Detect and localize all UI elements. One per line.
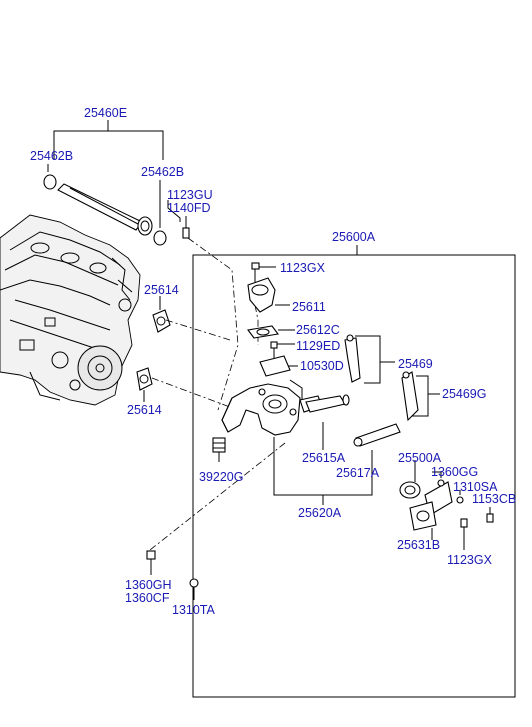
small-fasteners-right — [432, 471, 494, 550]
label-1310TA: 1310TA — [172, 603, 216, 617]
gasket-25614-top — [152, 296, 171, 333]
pipe-25617A — [353, 423, 401, 466]
gasket-25612C — [247, 325, 295, 339]
cover-25631B — [409, 481, 453, 540]
assembly-box-25600A — [192, 245, 516, 698]
label-1140FD: 1140FD — [167, 201, 211, 215]
nut-1310TA — [189, 578, 199, 600]
hose-25615A — [305, 394, 350, 413]
label-1153CB: 1153CB — [472, 492, 516, 506]
label-25611: 25611 — [292, 300, 326, 314]
label-1129ED: 1129ED — [296, 339, 340, 353]
label-25462B-right: 25462B — [141, 165, 184, 179]
label-25460E: 25460E — [84, 106, 127, 120]
engine-block-illustration — [0, 214, 141, 406]
label-25469: 25469 — [398, 357, 433, 371]
label-25462B-left: 25462B — [30, 149, 73, 163]
label-25620A: 25620A — [298, 506, 342, 520]
label-1360CF: 1360CF — [125, 591, 170, 605]
label-25615A: 25615A — [302, 451, 346, 465]
label-1360GG: 1360GG — [431, 465, 478, 479]
label-25614-top: 25614 — [144, 283, 179, 297]
label-1123GU: 1123GU — [167, 188, 213, 202]
elbow-25611 — [247, 277, 290, 313]
label-25614-bottom: 25614 — [127, 403, 162, 417]
bolt-1123GX-top — [251, 262, 276, 282]
label-25631B: 25631B — [397, 538, 440, 552]
gasket-25614-bottom — [136, 367, 153, 402]
dashed-alignment-lines — [149, 237, 286, 551]
label-25469G: 25469G — [442, 387, 486, 401]
label-25612C: 25612C — [296, 323, 340, 337]
thermostat-25500A — [399, 460, 421, 499]
label-39220G: 39220G — [199, 470, 243, 484]
water-housing-25620A — [221, 379, 373, 505]
label-1360GH: 1360GH — [125, 578, 172, 592]
label-1123GX-top: 1123GX — [280, 261, 326, 275]
label-25500A: 25500A — [398, 451, 442, 465]
hose-25469 — [344, 334, 395, 384]
label-25617A: 25617A — [336, 466, 380, 480]
stud-10530D — [259, 355, 298, 377]
label-10530D: 10530D — [300, 359, 344, 373]
label-1310SA: 1310SA — [453, 480, 498, 494]
sensor-39220G — [212, 437, 226, 462]
part-labels: 25460E 25462B 25462B 1123GU 1140FD 25600… — [30, 106, 516, 617]
label-25600A: 25600A — [332, 230, 376, 244]
label-1123GX-bottom: 1123GX — [447, 553, 493, 567]
hose-25469G — [401, 371, 440, 422]
hose-25460E-group — [43, 120, 190, 246]
nut-1360GH — [146, 550, 156, 575]
